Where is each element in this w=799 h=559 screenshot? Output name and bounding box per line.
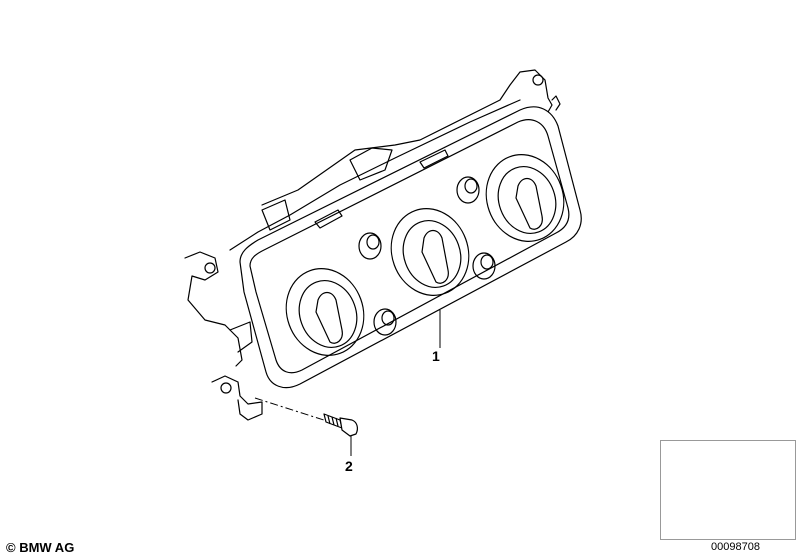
image-number: 00098708	[711, 541, 760, 553]
heater-control-panel-icon	[184, 69, 582, 421]
vehicle-thumbnail-frame	[660, 440, 796, 540]
callout-1: 1	[432, 348, 440, 364]
screw-leader-line	[254, 397, 331, 423]
callout-2: 2	[345, 458, 353, 474]
copyright-text: © BMW AG	[6, 540, 75, 555]
screw-icon	[323, 413, 358, 437]
